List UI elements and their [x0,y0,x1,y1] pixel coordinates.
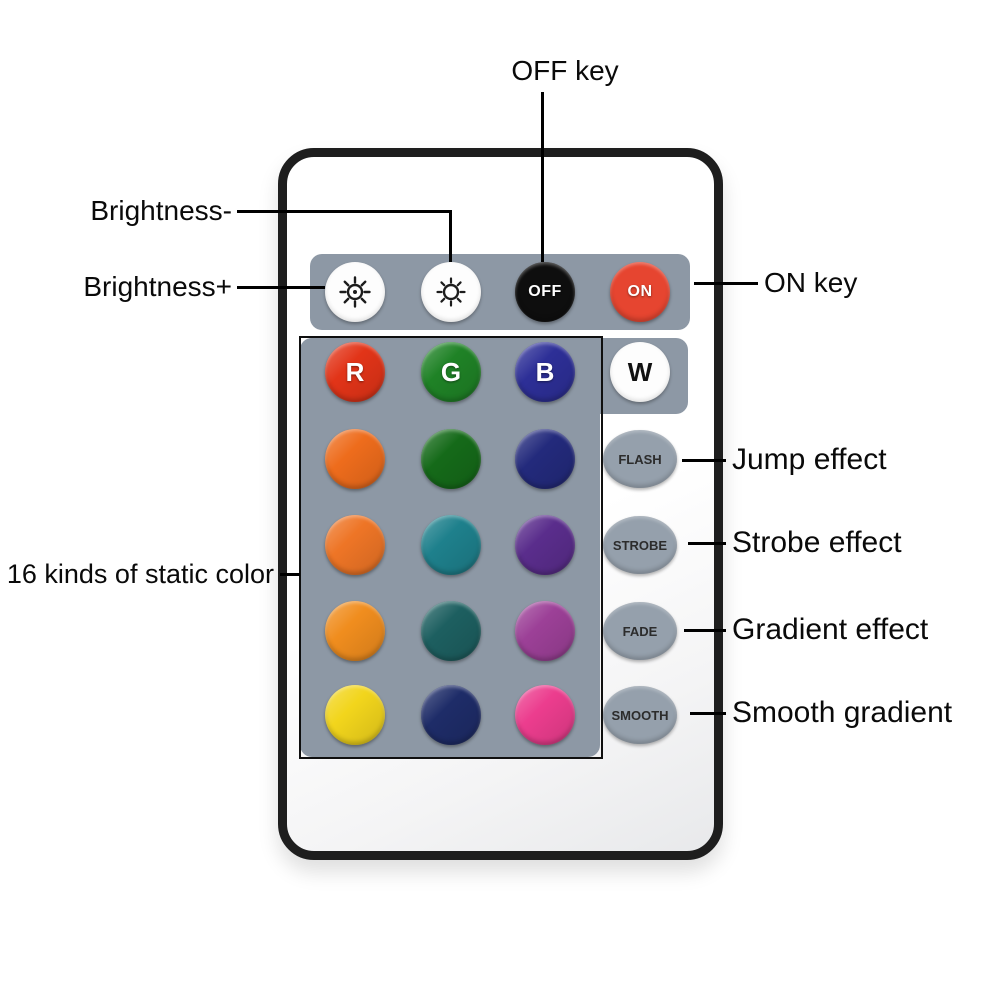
jump-effect-label: Jump effect [732,443,887,476]
flash-button[interactable]: FLASH [603,430,677,488]
color-key-dark-blue[interactable] [421,685,481,745]
smooth-gradient-label: Smooth gradient [732,696,953,729]
brightness-minus-line-h [237,210,452,213]
color-key-purple[interactable] [515,515,575,575]
remote-body: OFF ON R G B W [278,148,723,860]
gradient-effect-label: Gradient effect [732,613,929,646]
smooth-gradient-line [690,712,726,715]
fade-button-label: FADE [622,623,658,639]
jump-effect-line [682,459,726,462]
color-key-orange-2[interactable] [325,515,385,575]
gradient-effect-line [684,629,726,632]
color-key-navy[interactable] [515,429,575,489]
color-key-green[interactable]: G [421,342,481,402]
brightness-plus-line [237,286,325,289]
white-key[interactable]: W [610,342,670,402]
on-button[interactable]: ON [610,262,670,322]
brightness-minus-button[interactable] [421,262,481,322]
fade-button[interactable]: FADE [603,602,677,660]
color-key-violet[interactable] [515,601,575,661]
color-key-dark-green[interactable] [421,429,481,489]
off-button[interactable]: OFF [515,262,575,322]
brightness-plus-label: Brightness+ [83,271,232,302]
strobe-effect-label: Strobe effect [732,526,902,559]
color-key-green-label: G [440,356,462,387]
flash-button-label: FLASH [618,451,662,467]
off-key-line [541,92,544,262]
on-button-label: ON [627,283,653,300]
static-colors-label: 16 kinds of static color [6,559,274,589]
brightness-plus-button[interactable] [325,262,385,322]
color-key-yellow[interactable] [325,685,385,745]
static-colors-line [280,573,300,576]
sun-icon [339,276,371,308]
color-key-amber[interactable] [325,601,385,661]
smooth-button-label: SMOOTH [611,707,669,723]
color-key-blue-label: B [535,356,555,387]
color-key-red[interactable]: R [325,342,385,402]
color-key-pink[interactable] [515,685,575,745]
strobe-button-label: STROBE [612,537,668,553]
strobe-button[interactable]: STROBE [603,516,677,574]
strobe-effect-line [688,542,726,545]
smooth-button[interactable]: SMOOTH [603,686,677,744]
color-key-blue[interactable]: B [515,342,575,402]
color-key-teal[interactable] [421,515,481,575]
color-key-orange[interactable] [325,429,385,489]
color-key-red-label: R [345,356,365,387]
white-key-label: W [627,356,653,387]
brightness-minus-line-v [449,210,452,262]
color-key-dark-teal[interactable] [421,601,481,661]
on-key-label: ON key [764,267,858,298]
brightness-minus-label: Brightness- [90,195,232,226]
sun-dim-icon [436,277,466,307]
off-key-label: OFF key [511,55,619,86]
on-key-line [694,282,758,285]
off-button-label: OFF [528,283,562,300]
